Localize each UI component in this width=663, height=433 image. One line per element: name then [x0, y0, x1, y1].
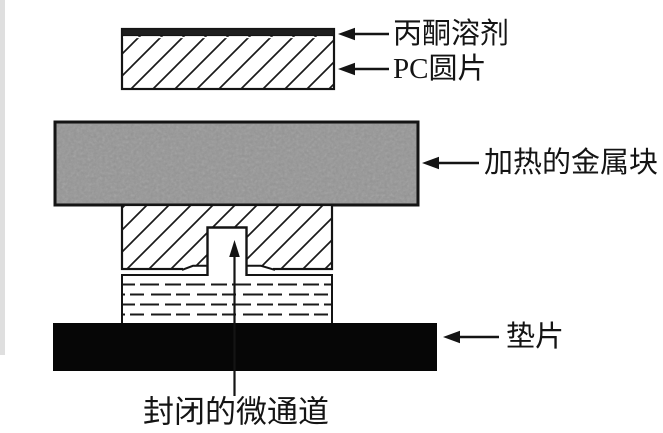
pc-disc-assembly	[120, 27, 336, 91]
metal-block-texture	[57, 124, 416, 203]
callout-solvent: 丙酮溶剂	[338, 17, 509, 50]
left-arrow-icon	[443, 330, 460, 344]
pc-disc-label: PC圆片	[393, 52, 486, 85]
callout-gasket: 垫片	[443, 320, 564, 353]
callout-metal-block: 加热的金属块	[422, 146, 658, 179]
left-arrow-icon	[338, 62, 355, 76]
left-arrow-icon	[338, 27, 355, 41]
microchannel-label: 封闭的微通道	[143, 395, 329, 430]
metal-block-label: 加热的金属块	[484, 146, 658, 179]
solvent-label: 丙酮溶剂	[393, 17, 509, 50]
dashed-layer-fill	[122, 274, 332, 323]
heated-metal-block	[53, 120, 420, 207]
scan-edge-artifact	[0, 0, 5, 355]
up-arrow-icon	[229, 240, 240, 257]
gasket	[53, 323, 437, 371]
gasket-label: 垫片	[506, 320, 564, 353]
pc-disc	[120, 27, 336, 91]
microchannel-cavity	[206, 226, 248, 276]
microchannel-pointer-arrow	[229, 240, 240, 396]
dashed-layer	[121, 274, 333, 323]
left-arrow-icon	[422, 156, 439, 170]
callout-pc-disc: PC圆片	[338, 52, 486, 85]
solvent-layer	[121, 28, 335, 37]
